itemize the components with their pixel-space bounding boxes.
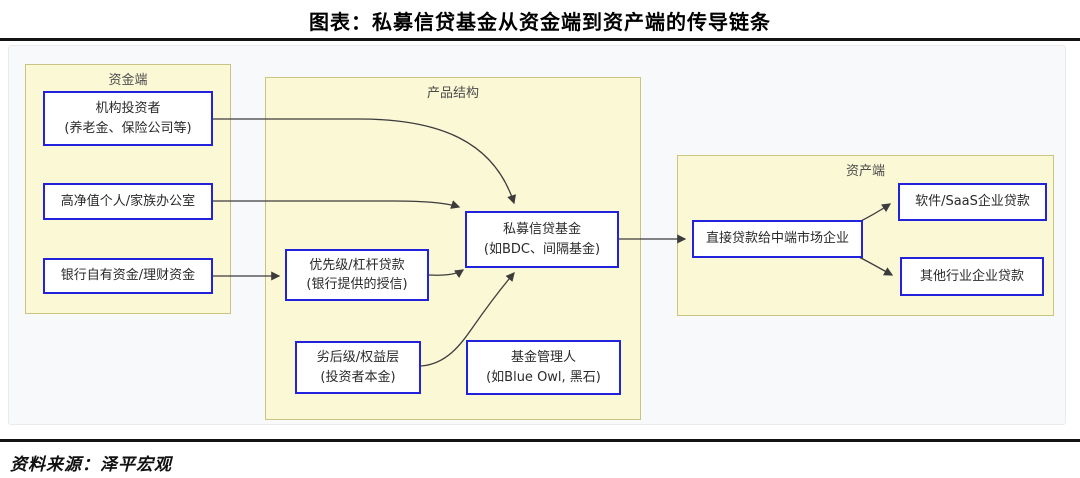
figure-title: 图表：私募信贷基金从资金端到资产端的传导链条 — [309, 12, 771, 34]
top-divider — [0, 38, 1080, 41]
node-institutional-title: 机构投资者 — [95, 101, 161, 116]
node-manager-title: 基金管理人 — [510, 350, 576, 365]
panel-funding-label: 资金端 — [108, 73, 148, 88]
node-saas-title: 软件/SaaS企业贷款 — [915, 194, 1030, 210]
diagram-canvas: 资金端 产品结构 资产端 机构投资者 (养老金、保 — [8, 45, 1066, 425]
node-direct-lending-midmarket: 直接贷款给中端市场企业 — [692, 220, 863, 258]
node-senior-title: 优先级/杠杆贷款 — [309, 257, 405, 273]
node-fund-subtitle: (如BDC、间隔基金) — [483, 241, 601, 257]
node-software-saas-loans: 软件/SaaS企业贷款 — [898, 183, 1047, 221]
node-bank-funds: 银行自有资金/理财资金 — [43, 258, 213, 294]
node-other-title: 其他行业企业贷款 — [919, 268, 1024, 284]
node-hnwi-title: 高净值个人/家族办公室 — [60, 193, 196, 209]
node-direct-title: 直接贷款给中端市场企业 — [705, 231, 849, 247]
node-hnwi-family-office: 高净值个人/家族办公室 — [43, 183, 213, 220]
panel-asset-label: 资产端 — [845, 164, 885, 179]
source-note: 资料来源：泽平宏观 — [10, 455, 172, 474]
node-junior-subtitle: (投资者本金) — [320, 369, 396, 385]
node-fund-title: 私募信贷基金 — [502, 222, 581, 237]
node-private-credit-fund: 私募信贷基金 (如BDC、间隔基金) — [465, 211, 619, 268]
node-junior-equity-tranche: 劣后级/权益层 (投资者本金) — [295, 341, 421, 394]
node-senior-leveraged-loan: 优先级/杠杆贷款 (银行提供的授信) — [285, 249, 429, 301]
bottom-divider — [0, 439, 1080, 442]
node-junior-title: 劣后级/权益层 — [316, 350, 400, 365]
node-senior-subtitle: (银行提供的授信) — [306, 277, 408, 292]
panel-product-label: 产品结构 — [426, 86, 479, 101]
node-manager-subtitle: (如Blue Owl, 黑石) — [486, 369, 601, 385]
node-other-industry-loans: 其他行业企业贷款 — [900, 257, 1044, 296]
node-bank-title: 银行自有资金/理财资金 — [60, 268, 196, 284]
node-institutional-investors: 机构投资者 (养老金、保险公司等) — [43, 91, 213, 146]
node-fund-manager: 基金管理人 (如Blue Owl, 黑石) — [466, 340, 621, 395]
node-institutional-subtitle: (养老金、保险公司等) — [64, 120, 192, 136]
